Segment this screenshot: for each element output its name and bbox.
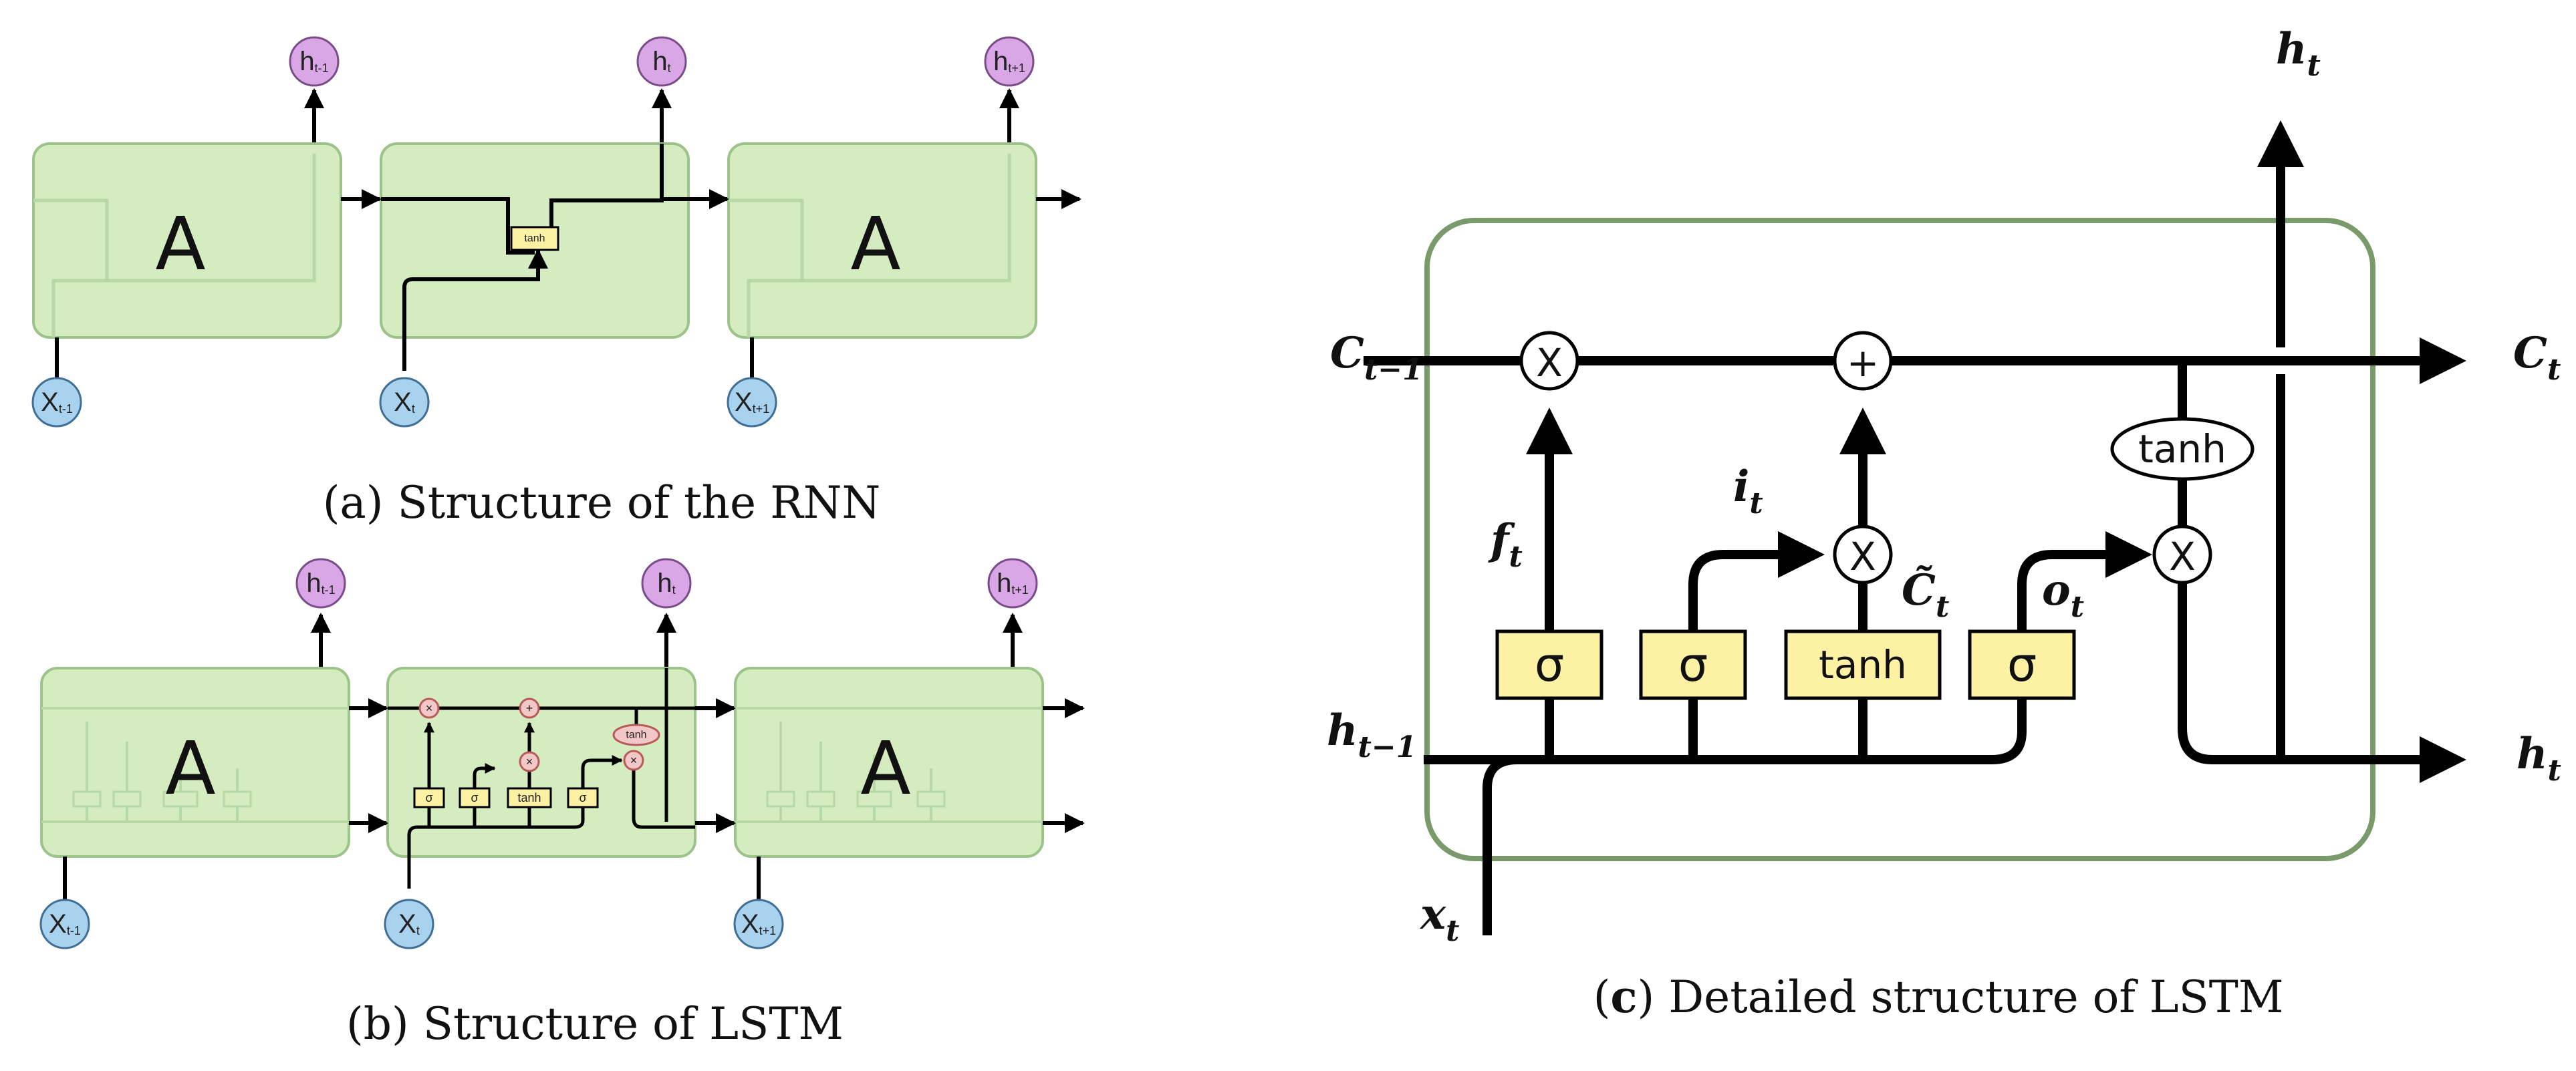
lstm-small-op-add <box>519 698 540 719</box>
label-h-prev: ht−1 <box>1327 706 1416 764</box>
rnn-output-node-1: ht-1 <box>289 36 340 87</box>
svg-text:σ: σ <box>1678 637 1708 692</box>
lstm-input-node-1: Xt-1 <box>39 899 90 949</box>
lstm-output-node-2: ht <box>641 558 692 609</box>
detail-cell <box>1424 218 2375 861</box>
rnn-tanh-box <box>510 226 559 251</box>
svg-text:tanh: tanh <box>517 791 541 804</box>
svg-text:×: × <box>630 754 638 767</box>
label-h-top: ht <box>2276 24 2321 83</box>
op-cell-add <box>1833 331 1893 391</box>
svg-text:Xt-1: Xt-1 <box>41 388 73 417</box>
gate-forget <box>1495 629 1603 700</box>
lstm-output-node-1: ht-1 <box>295 558 346 609</box>
lstm-cell-2 <box>386 667 696 858</box>
label-c-tilde: C̃t <box>1902 565 1949 624</box>
lstm-small-gate-forget <box>413 787 445 808</box>
rnn-cell-3-label: A <box>850 201 900 287</box>
lstm-small-gate-input <box>459 787 491 808</box>
svg-text:X: X <box>1536 340 1563 386</box>
label-f: ft <box>1488 515 1523 574</box>
lstm-cell-3-label: A <box>860 726 910 811</box>
panel-lstm: A A σ σ tanh σ × + × × <box>39 558 1085 1050</box>
svg-text:ht: ht <box>657 569 675 598</box>
rnn-output-node-3: ht+1 <box>984 36 1035 87</box>
rnn-input-node-1: Xt-1 <box>31 377 82 428</box>
panel-rnn: A A tanh ht-1 ht ht+1 <box>31 36 1081 528</box>
rnn-input-node-2: Xt <box>379 377 430 428</box>
rnn-cell-1-label: A <box>155 201 205 287</box>
svg-text:tanh: tanh <box>1819 642 1907 687</box>
svg-text:ht+1: ht+1 <box>997 569 1029 598</box>
lstm-small-gate-output <box>567 787 599 808</box>
label-o: ot <box>2042 565 2084 624</box>
lstm-input-node-2: Xt <box>384 899 434 949</box>
svg-text:+: + <box>526 702 533 715</box>
gate-candidate-tanh <box>1784 629 1942 700</box>
svg-text:ht+1: ht+1 <box>993 47 1025 76</box>
svg-text:Xt+1: Xt+1 <box>741 909 776 939</box>
svg-text:σ: σ <box>579 791 586 804</box>
lstm-small-op-forget <box>418 698 440 719</box>
lstm-cell-1-label: A <box>165 726 215 811</box>
svg-text:×: × <box>426 702 433 715</box>
svg-text:Xt: Xt <box>394 388 415 417</box>
svg-text:×: × <box>526 755 533 768</box>
op-forget-multiply <box>1519 331 1579 391</box>
svg-text:Xt+1: Xt+1 <box>735 388 769 417</box>
svg-text:σ: σ <box>2007 637 2037 692</box>
lstm-small-gate-tanh <box>507 787 552 808</box>
svg-text:σ: σ <box>471 791 478 804</box>
svg-text:+: + <box>1847 340 1880 386</box>
lstm-cell-1 <box>40 667 350 858</box>
lstm-small-op-input <box>519 751 540 772</box>
label-c-prev: Ct−1 <box>1330 328 1423 387</box>
gate-input <box>1639 629 1747 700</box>
svg-text:X: X <box>2169 534 2196 579</box>
caption-b: (b) Structure of LSTM <box>346 998 844 1050</box>
lstm-small-op-output <box>623 750 644 771</box>
lstm-output-node-3: ht+1 <box>987 558 1038 609</box>
svg-text:ht: ht <box>652 47 670 76</box>
op-output-multiply <box>2152 524 2212 585</box>
svg-text:tanh: tanh <box>2138 426 2226 472</box>
label-c-next: Ct <box>2513 328 2561 387</box>
label-x-in: xt <box>1419 889 1459 948</box>
op-output-tanh <box>2110 417 2255 481</box>
gate-output <box>1968 629 2076 700</box>
caption-c: (c) Detailed structure of LSTM <box>1593 971 2284 1023</box>
svg-text:Xt: Xt <box>398 909 420 939</box>
rnn-cell-3 <box>727 142 1037 339</box>
svg-text:X: X <box>1849 534 1876 579</box>
rnn-output-node-2: ht <box>636 36 687 87</box>
lstm-small-out-tanh <box>612 724 660 746</box>
lstm-input-node-3: Xt+1 <box>733 899 784 949</box>
panel-lstm-detail: σ σ tanh σ X + X X tanh Ct−1 Ct ht−1 ht … <box>1327 24 2561 1023</box>
lstm-cell-3 <box>734 667 1044 858</box>
label-i: it <box>1733 462 1763 520</box>
rnn-input-node-3: Xt+1 <box>727 377 777 428</box>
svg-text:σ: σ <box>1535 637 1564 692</box>
svg-text:tanh: tanh <box>626 730 646 741</box>
rnn-tanh-label: tanh <box>524 233 545 245</box>
caption-a: (a) Structure of the RNN <box>323 477 881 528</box>
svg-text:Xt-1: Xt-1 <box>49 909 81 939</box>
svg-text:ht-1: ht-1 <box>299 47 328 76</box>
svg-text:ht-1: ht-1 <box>306 569 335 598</box>
op-input-multiply <box>1833 524 1893 585</box>
rnn-cell-1 <box>32 142 342 339</box>
label-h-next: ht <box>2517 729 2561 788</box>
svg-text:σ: σ <box>425 791 432 804</box>
